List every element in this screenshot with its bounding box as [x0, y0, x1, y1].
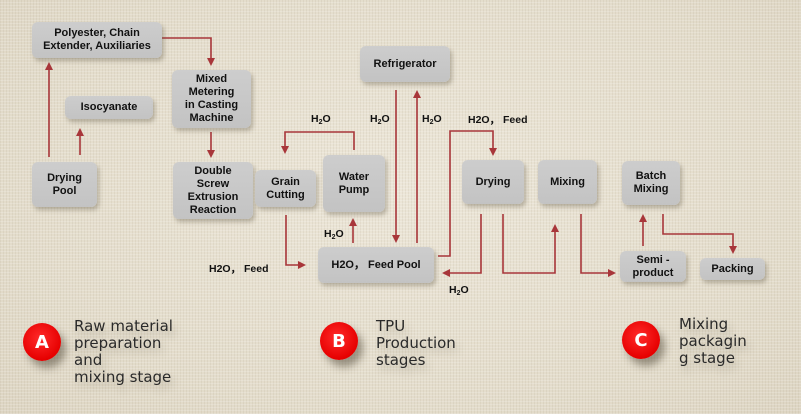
label-h2o-refrigerator-up: H2O — [422, 113, 442, 126]
node-double-screw-line3: Extrusion — [187, 190, 239, 203]
arrow-pump-graincutting — [281, 131, 355, 154]
node-batch-mixing-line2: Mixing — [633, 183, 669, 195]
stage-text-a: Raw material preparation and mixing stag… — [74, 318, 194, 386]
node-refrigerator-label: Refrigerator — [373, 57, 437, 70]
stage-text-b: TPU Production stages — [376, 318, 496, 369]
label-h2o-pump-up: H2O — [324, 228, 344, 241]
stage-b-line1: TPU — [376, 317, 406, 335]
stage-b-line3: stages — [376, 351, 426, 369]
node-mixed-metering-line1: Mixed — [195, 73, 228, 85]
label-h2o-grain-loop: H2O — [311, 113, 331, 126]
stage-badge-b: B — [320, 322, 358, 360]
node-packing: Packing — [700, 258, 765, 280]
node-double-screw-line4: Reaction — [189, 203, 237, 216]
node-isocyanate: Isocyanate — [65, 96, 153, 119]
node-mixed-metering-line2: Metering — [188, 86, 235, 98]
arrow-batchmixing-packing — [662, 214, 737, 254]
node-mixing-label: Mixing — [550, 175, 585, 188]
node-grain-cutting-line2: Cutting — [266, 188, 305, 201]
node-drying-pool-line2: Pool — [52, 184, 77, 197]
node-mixed-metering-line4: Machine — [189, 112, 234, 124]
node-drying-label: Drying — [475, 175, 511, 188]
stage-a-line1: Raw material — [74, 317, 173, 335]
node-batch-mixing-line1: Batch — [635, 170, 667, 182]
stage-text-c: Mixing packagin g stage — [679, 316, 799, 367]
node-water-pump-line1: Water — [338, 170, 370, 183]
stage-badge-c: C — [622, 321, 660, 359]
node-refrigerator: Refrigerator — [360, 46, 450, 82]
arrow-feedpool-drying — [438, 130, 497, 257]
stage-a-line3: mixing stage — [74, 368, 172, 386]
arrow-graincutting-feedpool — [285, 215, 306, 269]
node-polyester-line1: Polyester, Chain — [54, 27, 140, 39]
node-semi-product: Semi -product — [620, 251, 686, 282]
node-drying: Drying — [462, 160, 524, 204]
node-polyester-line2: Extender, Auxiliaries — [43, 40, 151, 52]
node-double-screw-line1: Double — [194, 164, 232, 177]
stage-b-line2: Production — [376, 334, 456, 352]
node-semi-product-line2: product — [632, 266, 674, 279]
node-packing-label: Packing — [711, 262, 754, 275]
stage-c-line2: packagin — [679, 332, 747, 350]
stage-c-line1: Mixing — [679, 315, 729, 333]
stage-c-line3: g stage — [679, 349, 735, 367]
node-drying-pool-line1: Drying — [47, 171, 82, 184]
node-feed-pool-label: H2O， Feed Pool — [331, 258, 421, 271]
stage-badge-a: A — [23, 323, 61, 361]
node-semi-product-line1: Semi - — [636, 253, 670, 266]
node-water-pump-line2: Pump — [338, 183, 370, 196]
arrow-drying-feedpool — [442, 214, 482, 277]
label-h2o-refrigerator-down: H2O — [370, 113, 390, 126]
node-feed-pool: H2O， Feed Pool — [318, 247, 434, 283]
node-mixed-metering-line3: in Casting — [184, 99, 239, 111]
arrow-mixing-semiproduct — [580, 214, 616, 277]
label-h2o-feed-input: H2O， Feed — [209, 263, 269, 275]
node-mixing: Mixing — [538, 160, 597, 204]
label-h2o-feed-to-drying: H2O， Feed — [468, 114, 528, 126]
node-grain-cutting-line1: Grain — [271, 175, 300, 188]
node-isocyanate-label: Isocyanate — [80, 101, 138, 113]
node-double-screw-line2: Screw — [196, 177, 230, 190]
arrow-polyester-metering — [162, 37, 215, 66]
label-h2o-return: H2O — [449, 284, 469, 297]
arrow-drying-mixing — [502, 214, 559, 274]
stage-a-line2: preparation and — [74, 334, 162, 369]
